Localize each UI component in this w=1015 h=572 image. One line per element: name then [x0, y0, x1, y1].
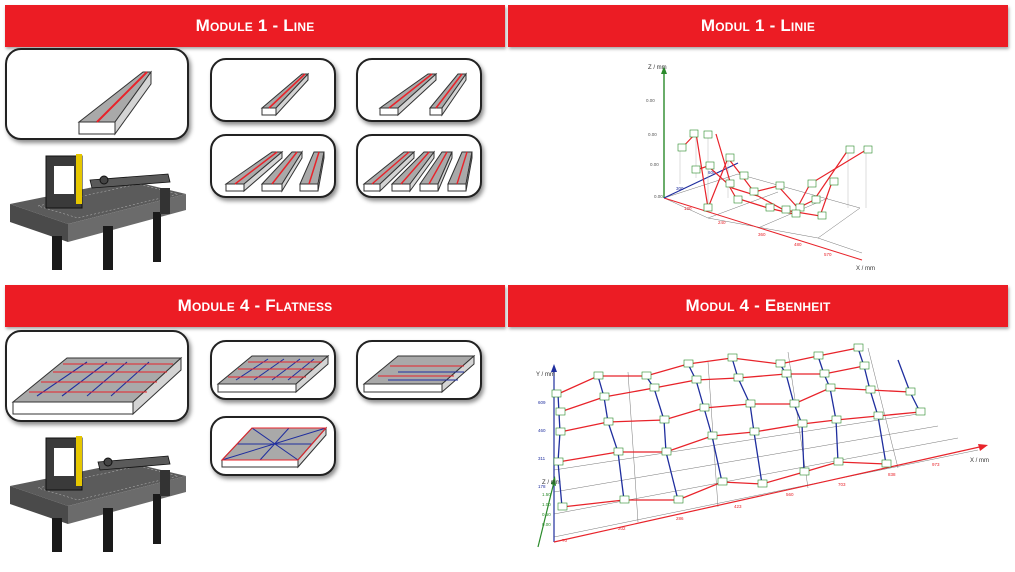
y-tick: 609	[538, 400, 546, 405]
banner-module4-de: Modul 4 - Ebenheit	[508, 285, 1008, 327]
banner-title: Modul 4 - Ebenheit	[685, 296, 831, 315]
x-tick: 703	[838, 482, 846, 487]
z-tick: 1.00	[542, 502, 551, 507]
x-tick: 560	[786, 492, 794, 497]
z-tick: 0.00	[648, 132, 657, 137]
x-tick: 286	[676, 516, 684, 521]
line-single-large	[5, 48, 189, 140]
banner-title: Module 1 - Line	[195, 16, 315, 35]
single-bar-illustration	[77, 70, 152, 136]
z-axis-line	[537, 481, 555, 548]
one-bar-illustration	[260, 72, 310, 117]
line-three-bars	[210, 134, 336, 198]
two-bars-illustration	[378, 72, 467, 117]
x-tick: 202	[618, 526, 626, 531]
banner-module1-de: Modul 1 - Linie	[508, 5, 1008, 47]
x-tick: 360	[758, 232, 766, 237]
x-tick: 423	[734, 504, 742, 509]
z-tick: 0.00	[542, 522, 551, 527]
y-axis-label: Y / mm	[536, 372, 555, 378]
grid-plate-illustration	[216, 354, 330, 394]
z-tick: 0.00	[646, 98, 655, 103]
flatness-lines-small	[356, 340, 482, 400]
four-bars-illustration	[362, 150, 473, 193]
y-tick: 178	[538, 484, 546, 489]
y-axis-line	[663, 162, 739, 199]
measurement-points	[677, 129, 873, 220]
three-bars-illustration	[224, 150, 325, 193]
x-tick: 480	[794, 242, 802, 247]
z-tick: 0.50	[542, 512, 551, 517]
x-tick: 570	[824, 252, 832, 257]
z-tick: 1.50	[542, 492, 551, 497]
union-jack-plate-illustration	[220, 426, 328, 469]
x-tick: 240	[718, 220, 726, 225]
lines-plate-illustration	[362, 354, 476, 394]
banner-module4-en: Module 4 - Flatness	[5, 285, 505, 327]
x-tick: 120	[684, 206, 692, 211]
x-tick: 70	[562, 538, 568, 543]
measurement-points	[551, 343, 926, 511]
banner-title: Module 4 - Flatness	[177, 296, 333, 315]
z-tick: 0.00	[650, 162, 659, 167]
x-tick: 973	[932, 462, 940, 467]
flatness-union-jack	[210, 416, 336, 476]
y-tick: 311	[538, 456, 546, 461]
x-axis-label: X / mm	[856, 266, 875, 272]
y-tick: 600	[708, 170, 716, 175]
y-tick: 300	[676, 186, 684, 191]
x-axis-line	[663, 197, 863, 261]
flatness-3d-chart: Y / mm Z / mm X / mm 609 460 311 178 1.5…	[536, 343, 989, 548]
line-two-bars	[356, 58, 482, 122]
y-tick: 460	[538, 428, 546, 433]
line-3d-chart: Z / mm X / mm 0.00 0.00 0.00 0.00 120 24…	[646, 65, 875, 272]
banner-title: Modul 1 - Linie	[700, 16, 816, 35]
granite-table-line-illustration	[10, 154, 186, 270]
flatness-grid-small	[210, 340, 336, 400]
z-axis-label: Z / mm	[648, 65, 667, 71]
line-one-bar	[210, 58, 336, 122]
z-tick: 0.00	[654, 194, 663, 199]
flatness-large	[5, 330, 189, 422]
line-four-bars	[356, 134, 482, 198]
z-axis-label: Z / mm	[542, 480, 561, 486]
banner-module1-en: Module 1 - Line	[5, 5, 505, 47]
granite-table-flatness-illustration	[10, 436, 186, 552]
flatness-plate-illustration	[11, 356, 183, 416]
x-axis-line	[553, 445, 985, 543]
x-axis-label: X / mm	[970, 458, 989, 464]
x-tick: 838	[888, 472, 896, 477]
